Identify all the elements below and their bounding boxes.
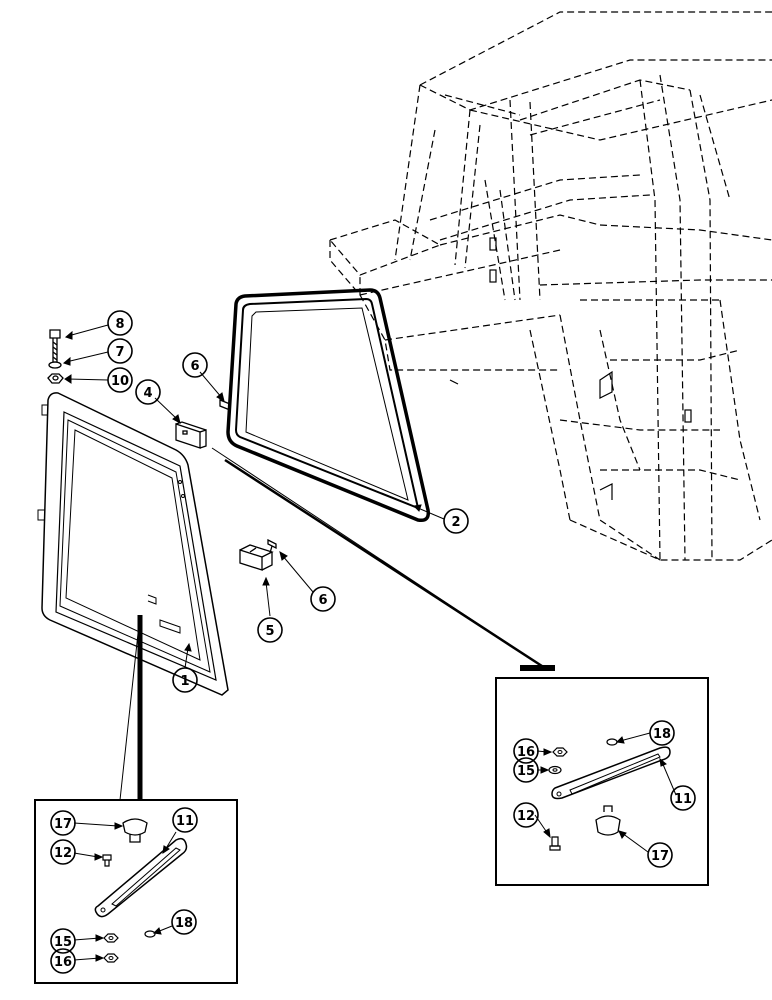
callout-label: 12 [54,846,72,861]
callout-label: 18 [175,916,193,931]
callout-bubble: 12 [50,839,76,865]
callout-bubble: 12 [513,802,539,828]
hinge-block-part [239,544,274,571]
callout-label: 7 [115,345,124,360]
callout-label: 4 [143,386,152,401]
callout-label: 6 [318,593,327,608]
callout-label: 11 [176,814,194,829]
callout-label: 16 [517,745,535,760]
callout-leaders [62,324,677,962]
callout-bubble: 4 [135,379,161,405]
callout-bubble: 8 [107,310,133,336]
callout-bubble: 11 [670,785,696,811]
callout-bubble: 17 [50,810,76,836]
callout-label: 17 [651,849,669,864]
callout-bubble: 1 [172,667,198,693]
callout-label: 2 [451,515,460,530]
callout-bubble: 18 [649,720,675,746]
callout-label: 18 [653,727,671,742]
callout-bubble: 10 [107,367,133,393]
callout-label: 1 [180,674,189,689]
callout-bubble: 2 [443,508,469,534]
window-seal-part [226,288,431,523]
callout-label: 17 [54,817,72,832]
callout-bubble: 15 [513,757,539,783]
leader-lines [119,447,546,801]
window-frame-part [37,392,229,696]
bolt-assembly-parts [47,329,64,384]
callout-label: 5 [265,624,274,639]
callout-label: 15 [517,764,535,779]
callout-bubble: 16 [50,948,76,974]
callout-label: 12 [517,809,535,824]
callout-bubble: 11 [172,807,198,833]
latch-plate-part [175,421,207,449]
callout-label: 16 [54,955,72,970]
callout-bubble: 6 [182,352,208,378]
cab-frame-details [449,237,692,500]
callout-label: 6 [190,359,199,374]
callout-bubble: 17 [647,842,673,868]
callout-bubble: 16 [513,738,539,764]
callout-bubble: 5 [257,617,283,643]
callout-bubble: 18 [171,909,197,935]
screw-parts [219,399,277,554]
callout-bubble: 6 [310,586,336,612]
callout-bubble: 15 [50,928,76,954]
callout-label: 10 [111,374,129,389]
inset-box-right [495,665,709,886]
callout-label: 11 [674,792,692,807]
callout-label: 15 [54,935,72,950]
cab-frame-phantom [328,11,772,561]
callout-bubble: 7 [107,338,133,364]
inset-box-left [34,799,238,984]
callout-label: 8 [115,317,124,332]
